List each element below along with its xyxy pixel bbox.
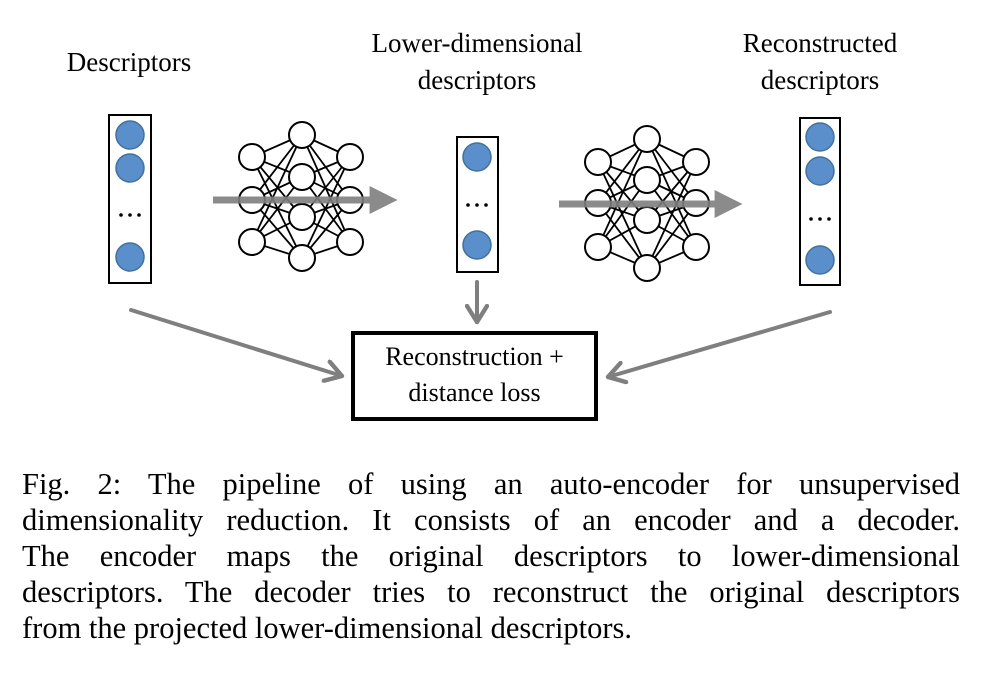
network-neuron [633,254,661,282]
network-neuron [288,203,316,231]
caption-line: descriptors. The decoder tries to recons… [22,575,960,609]
reconstructed-descriptor-vector [799,117,841,286]
network-edge [251,156,303,259]
network-edge [646,161,697,269]
latent-node [462,142,492,172]
caption-line: Fig. 2: The pipeline of using an auto-en… [22,467,960,501]
network-neuron [336,143,364,171]
input-node [115,242,145,272]
network-neuron [633,166,661,194]
figure-caption: Fig. 2: The pipeline of using an auto-en… [22,466,960,646]
network-neuron [584,148,612,176]
latent-label-line1: Lower-dimensional [371,28,583,58]
network-edge [597,138,648,248]
output-label-line2: descriptors [760,65,880,95]
loss-box-text: Reconstruction + distance loss [355,339,594,411]
network-neuron [336,228,364,256]
output-to-loss-arrow [608,310,832,377]
loss-box [351,331,598,421]
network-edge [646,138,697,248]
latent-descriptor-vector [456,136,499,273]
latent-ellipsis [466,203,488,207]
input-to-loss-arrow [129,308,342,376]
network-edge [301,156,351,259]
output-node [805,245,835,275]
input-descriptor-vector [108,114,152,284]
loss-label-line1: Reconstruction + [385,342,564,371]
encoder-network-icon [238,121,364,272]
network-neuron [238,143,266,171]
network-neuron [682,233,710,261]
output-ellipsis [809,217,831,221]
network-neuron [238,228,266,256]
network-neuron [682,148,710,176]
autoencoder-diagram [108,114,841,421]
output-label-line1: Reconstructed [742,28,898,58]
network-edge [251,134,303,243]
input-node [115,120,145,150]
input-node [115,153,145,183]
input-ellipsis [119,213,141,217]
input-label: Descriptors [66,47,192,77]
network-neuron [288,163,316,191]
latent-node [462,230,492,260]
caption-line: from the projected lower-dimensional des… [22,611,633,645]
caption-line: dimensionality reduction. It consists of… [22,503,960,537]
loss-label-line2: distance loss [408,378,541,407]
latent-label-line2: descriptors [417,65,537,95]
network-neuron [288,244,316,272]
network-neuron [633,125,661,153]
output-node [805,156,835,186]
decoder-network-icon [584,125,710,282]
caption-line: The encoder maps the original descriptor… [22,539,960,573]
network-neuron [288,121,316,149]
network-neuron [633,206,661,234]
output-node [805,122,835,152]
network-neuron [584,233,612,261]
